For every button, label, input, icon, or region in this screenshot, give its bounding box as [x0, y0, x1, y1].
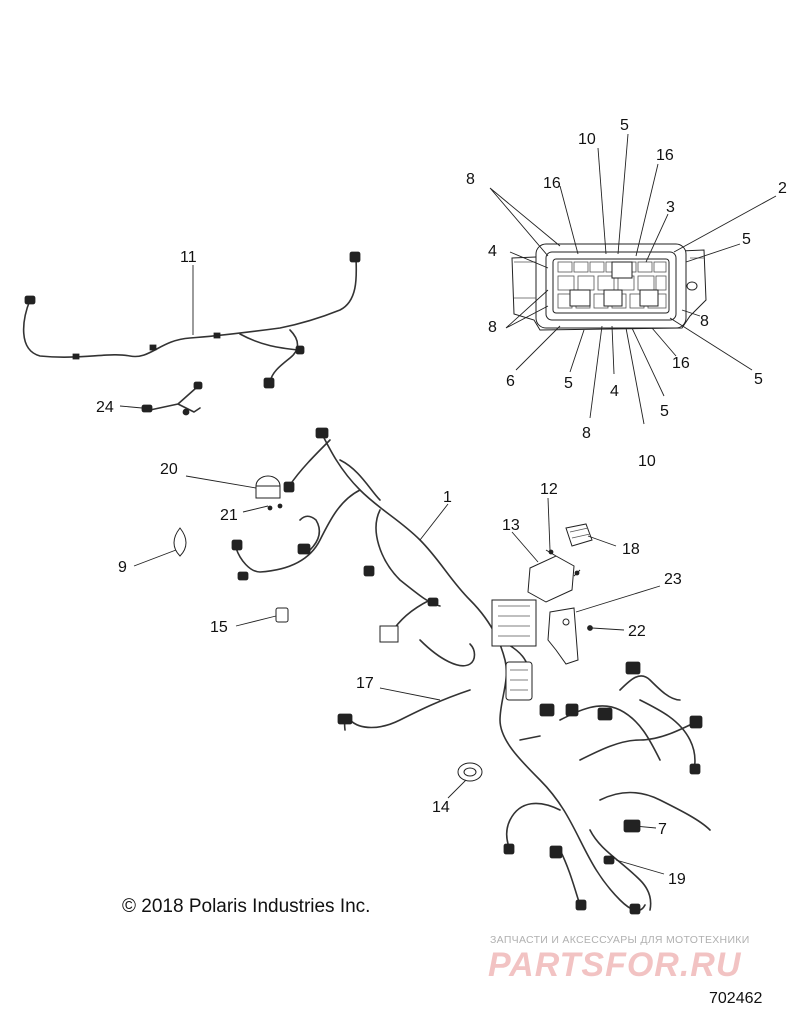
watermark-brand: PARTSFOR.RU — [488, 946, 742, 984]
bracket-23 — [547, 607, 579, 665]
callout-4-left: 4 — [488, 243, 497, 260]
callout-5-right: 5 — [742, 231, 751, 248]
callout-8-right: 8 — [700, 313, 709, 330]
screws-21 — [267, 503, 283, 511]
leader-lines — [119, 133, 777, 875]
callout-20: 20 — [160, 461, 178, 478]
callout-15: 15 — [210, 619, 228, 636]
callout-8-bottom: 8 — [582, 425, 591, 442]
copyright-notice: © 2018 Polaris Industries Inc. — [122, 896, 371, 917]
module-13 — [527, 555, 575, 603]
screw-12 — [545, 549, 581, 577]
watermark-tagline: ЗАПЧАСТИ И АКСЕССУАРЫ ДЛЯ МОТОТЕХНИКИ — [490, 934, 750, 946]
callout-6: 6 — [506, 373, 515, 390]
callout-11: 11 — [180, 249, 197, 266]
callout-2: 2 — [778, 180, 787, 197]
callout-5-far-right: 5 — [754, 371, 763, 388]
callout-16-top-left: 16 — [543, 175, 561, 192]
grommet-14 — [457, 762, 483, 782]
callout-5-bottom-right: 5 — [660, 403, 669, 420]
screw-22 — [587, 625, 593, 631]
callout-21: 21 — [220, 507, 238, 524]
callout-10-bottom: 10 — [638, 453, 656, 470]
callout-10-top: 10 — [578, 131, 596, 148]
callout-8-top: 8 — [466, 171, 475, 188]
callout-18: 18 — [622, 541, 640, 558]
callout-9: 9 — [118, 559, 127, 576]
callout-12: 12 — [540, 481, 558, 498]
callout-1: 1 — [443, 489, 452, 506]
harness-24 — [141, 381, 203, 416]
callout-labels: 11 24 20 21 9 15 1 12 13 18 23 22 17 14 … — [96, 117, 787, 888]
callout-23: 23 — [664, 571, 682, 588]
rear-harness-11 — [22, 251, 361, 389]
relay-20 — [255, 475, 281, 499]
callout-16-top-right: 16 — [656, 147, 674, 164]
callout-19: 19 — [668, 871, 686, 888]
fuse-box-assembly — [511, 243, 707, 331]
callout-8-left: 8 — [488, 319, 497, 336]
callout-22: 22 — [628, 623, 646, 640]
callout-17: 17 — [356, 675, 374, 692]
figure-number: 702462 — [709, 990, 763, 1007]
main-harness-1 — [231, 427, 711, 915]
callout-24: 24 — [96, 399, 114, 416]
callout-7: 7 — [658, 821, 667, 838]
tie-9 — [173, 527, 187, 557]
callout-13: 13 — [502, 517, 520, 534]
callout-16-bottom: 16 — [672, 355, 690, 372]
callout-5-top: 5 — [620, 117, 629, 134]
connector-18 — [565, 523, 593, 547]
clip-15 — [275, 607, 289, 623]
callout-4-bottom: 4 — [610, 383, 619, 400]
callout-5-bottom-left: 5 — [564, 375, 573, 392]
callout-14: 14 — [432, 799, 450, 816]
callout-3: 3 — [666, 199, 675, 216]
